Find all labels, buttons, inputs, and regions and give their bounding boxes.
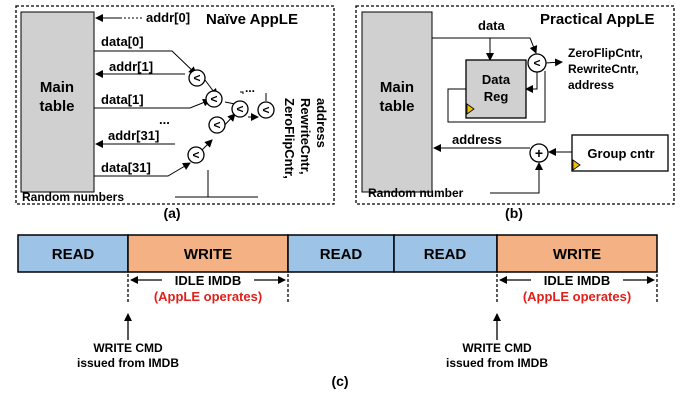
caption-a: (a) — [163, 205, 180, 221]
segment-read-3 — [393, 234, 498, 273]
segment-write-1 — [127, 234, 289, 273]
data-reg-label-2: Reg — [484, 89, 509, 104]
segment-read-1 — [17, 234, 129, 273]
output-a-2: RewriteCntr, — [298, 98, 313, 175]
caption-c: (c) — [331, 373, 348, 389]
svg-text:<: < — [213, 118, 220, 132]
main-table-b-label-1: Main — [380, 79, 414, 96]
operates-label-2: (AppLE operates) — [523, 289, 631, 304]
main-table-a — [20, 11, 95, 193]
output-b-2: RewriteCntr, — [568, 62, 639, 76]
comparator-4: < — [187, 146, 205, 164]
main-table-b-label-2: table — [379, 98, 414, 115]
segment-label-2: WRITE — [184, 246, 232, 263]
random-number-label: Random number — [368, 186, 464, 200]
wires-b — [432, 37, 572, 194]
output-b-3: address — [568, 78, 614, 92]
comparator-6: < — [257, 101, 275, 119]
signal-data31: data[31] — [101, 160, 151, 175]
data-wire-label: data — [478, 18, 506, 33]
comparator-b: < — [527, 53, 547, 73]
group-cntr-box — [571, 134, 669, 172]
idle-span-1 — [124, 274, 289, 340]
svg-text:<: < — [262, 103, 269, 117]
segment-read-2 — [287, 234, 395, 273]
data-reg-label-1: Data — [482, 72, 511, 87]
address-wire-label: address — [452, 132, 502, 147]
comparator-1: < — [188, 69, 206, 87]
panel-a-title: Naïve AppLE — [206, 11, 298, 28]
idle-span-2 — [493, 274, 658, 340]
svg-text:<: < — [192, 148, 199, 162]
adder-b: + — [529, 143, 549, 163]
svg-text:<: < — [533, 56, 540, 70]
write-cmd-label-1: WRITE CMD — [93, 341, 163, 355]
panel-a-frame — [15, 5, 335, 205]
segment-label-4: READ — [424, 246, 467, 263]
output-a-3: address — [314, 98, 329, 148]
idle-label-2: IDLE IMDB — [544, 273, 610, 288]
panel-a: Naïve AppLE Main table — [15, 5, 335, 205]
svg-text:<: < — [193, 71, 200, 85]
output-a-1: ZeroFlipCntr, — [282, 98, 297, 179]
signal-data0: data[0] — [101, 34, 144, 49]
operates-label-1: (AppLE operates) — [154, 289, 262, 304]
panel-b: Practical AppLE Main table data Data Reg… — [355, 5, 675, 205]
outputs-a: ZeroFlipCntr, RewriteCntr, address — [282, 98, 329, 179]
write-cmd-sub-1: issued from IMDB — [77, 356, 179, 370]
signal-wires-a — [94, 14, 267, 198]
segment-label-3: READ — [320, 246, 363, 263]
main-table-b — [361, 11, 433, 193]
panel-b-frame — [355, 5, 675, 205]
write-cmd-sub-2: issued from IMDB — [446, 356, 548, 370]
segment-label-1: READ — [52, 246, 95, 263]
svg-text:<: < — [210, 92, 217, 106]
signal-addr1: addr[1] — [109, 59, 153, 74]
comparator-5: < — [231, 100, 249, 118]
signal-addr31: addr[31] — [108, 128, 159, 143]
signal-addr0: addr[0] — [146, 10, 190, 25]
panel-b-title: Practical AppLE — [540, 11, 654, 28]
signal-data1: data[1] — [101, 92, 144, 107]
comparator-3: < — [208, 116, 226, 134]
signal-ellipsis: ... — [159, 112, 170, 127]
output-b-1: ZeroFlipCntr, — [568, 46, 643, 60]
panel-c-timeline: READ WRITE READ READ WRITE — [17, 234, 658, 273]
data-reg-box — [465, 59, 527, 119]
clock-icon-cntr — [572, 159, 581, 171]
segment-write-2 — [496, 234, 658, 273]
comparator-2: < — [205, 90, 223, 108]
comparator-dots: ... — [245, 81, 255, 95]
segment-label-5: WRITE — [553, 246, 601, 263]
svg-text:<: < — [236, 102, 243, 116]
write-cmd-label-2: WRITE CMD — [462, 341, 532, 355]
caption-b: (b) — [505, 205, 523, 221]
clock-icon-reg — [466, 103, 475, 115]
svg-text:+: + — [535, 145, 543, 161]
random-numbers-label: Random numbers — [22, 190, 124, 204]
group-cntr-label: Group cntr — [587, 146, 654, 161]
main-table-a-label-2: table — [39, 98, 74, 115]
main-table-a-label-1: Main — [40, 79, 74, 96]
idle-label-1: IDLE IMDB — [175, 273, 241, 288]
